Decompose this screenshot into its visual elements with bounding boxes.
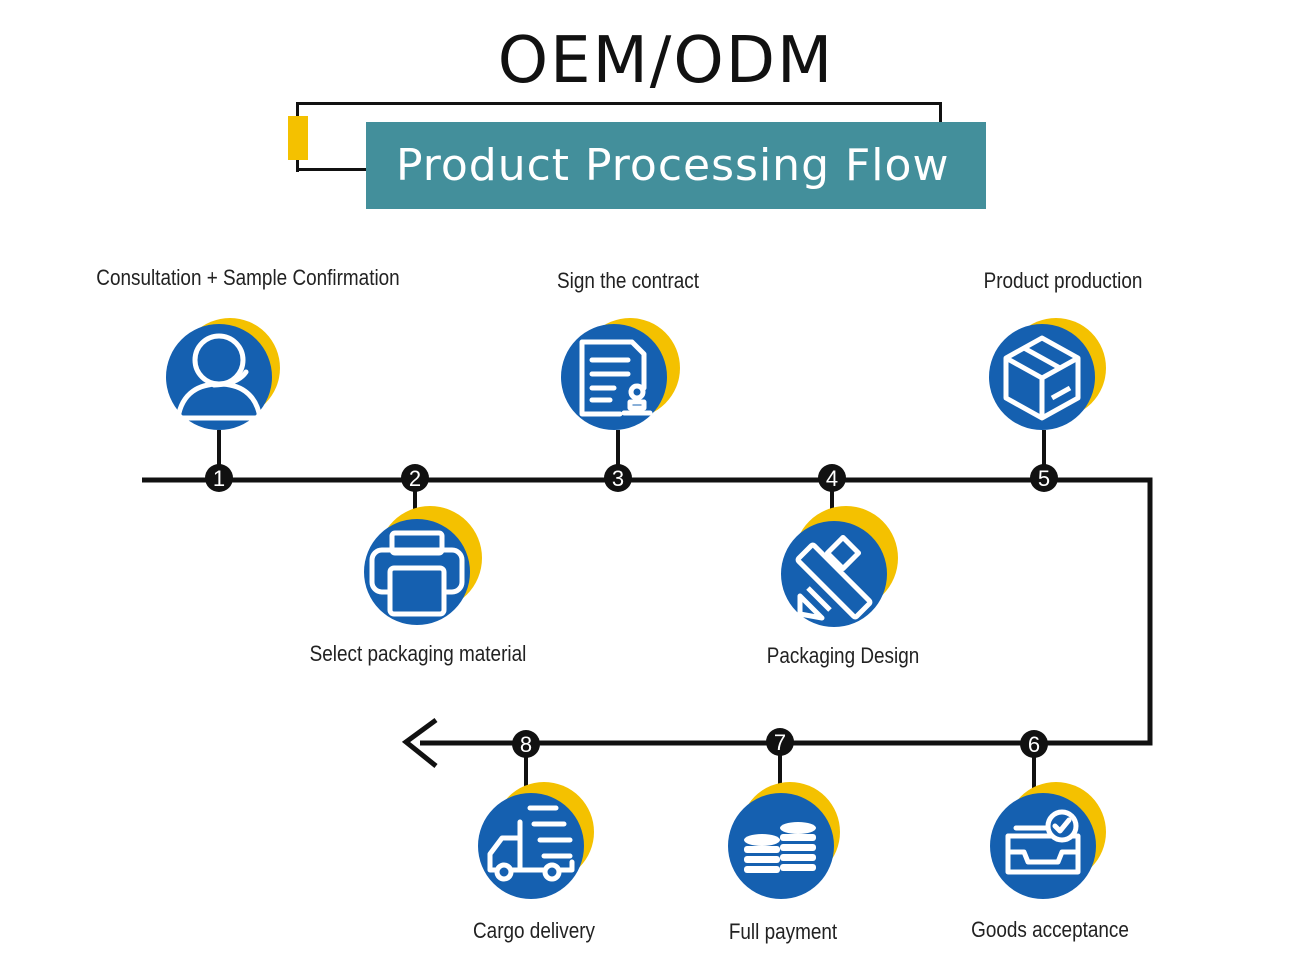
badge-8-number: 8: [520, 732, 532, 757]
badge-7: 7: [766, 728, 794, 756]
step-1-icon: [166, 318, 280, 430]
accent-tab: [288, 116, 308, 160]
printer-icon: [369, 530, 465, 617]
step-4-icon: [781, 506, 898, 627]
title-frame-top: [296, 102, 942, 105]
truck-icon: [487, 805, 575, 882]
badge-6: 6: [1020, 730, 1048, 758]
step-5-icon: [989, 318, 1106, 430]
step-6-icon: [990, 782, 1106, 899]
step-8-label: Cargo delivery: [473, 918, 595, 943]
badge-6-number: 6: [1028, 732, 1040, 757]
headset-person-icon: [175, 333, 263, 421]
step-4-label: Packaging Design: [766, 643, 920, 668]
badge-5-number: 5: [1038, 466, 1050, 491]
title-frame-right: [939, 102, 942, 124]
connectors: [217, 430, 1046, 790]
coins-icon: [744, 822, 816, 873]
subtitle-banner: Product Processing Flow: [366, 122, 986, 209]
box-icon: [1003, 335, 1081, 421]
badge-1-number: 1: [213, 466, 225, 491]
timeline-arrowhead: [401, 717, 438, 768]
badge-2: 2: [401, 464, 429, 492]
contract-document-icon: [579, 339, 653, 417]
step-3-icon: [561, 318, 680, 430]
timeline-path: [142, 477, 1153, 746]
step-1-label: Consultation + Sample Confirmation: [96, 265, 400, 290]
step-6-label: Goods acceptance: [971, 917, 1129, 942]
badge-4: 4: [818, 464, 846, 492]
step-3-label: Sign the contract: [556, 268, 699, 293]
number-badges: 1 2 3 4 5 6 7 8: [205, 464, 1058, 758]
badge-4-number: 4: [826, 466, 838, 491]
badge-8: 8: [512, 730, 540, 758]
step-7-label: Full payment: [728, 919, 838, 944]
badge-3-number: 3: [612, 466, 624, 491]
step-2-label: Select packaging material: [309, 641, 527, 666]
step-2-icon: [364, 506, 482, 625]
badge-1: 1: [205, 464, 233, 492]
ruler-pencil-icon: [795, 534, 873, 621]
step-8-icon: [478, 782, 594, 899]
badge-3: 3: [604, 464, 632, 492]
step-7-icon: [728, 782, 840, 899]
timeline: [142, 477, 1153, 768]
title-frame-bottom: [296, 168, 370, 171]
step-5-label: Product production: [983, 268, 1143, 293]
badge-2-number: 2: [409, 466, 421, 491]
badge-7-number: 7: [774, 730, 786, 755]
inbox-check-icon: [1005, 809, 1081, 875]
page-title: OEM/ODM: [497, 24, 835, 98]
badge-5: 5: [1030, 464, 1058, 492]
